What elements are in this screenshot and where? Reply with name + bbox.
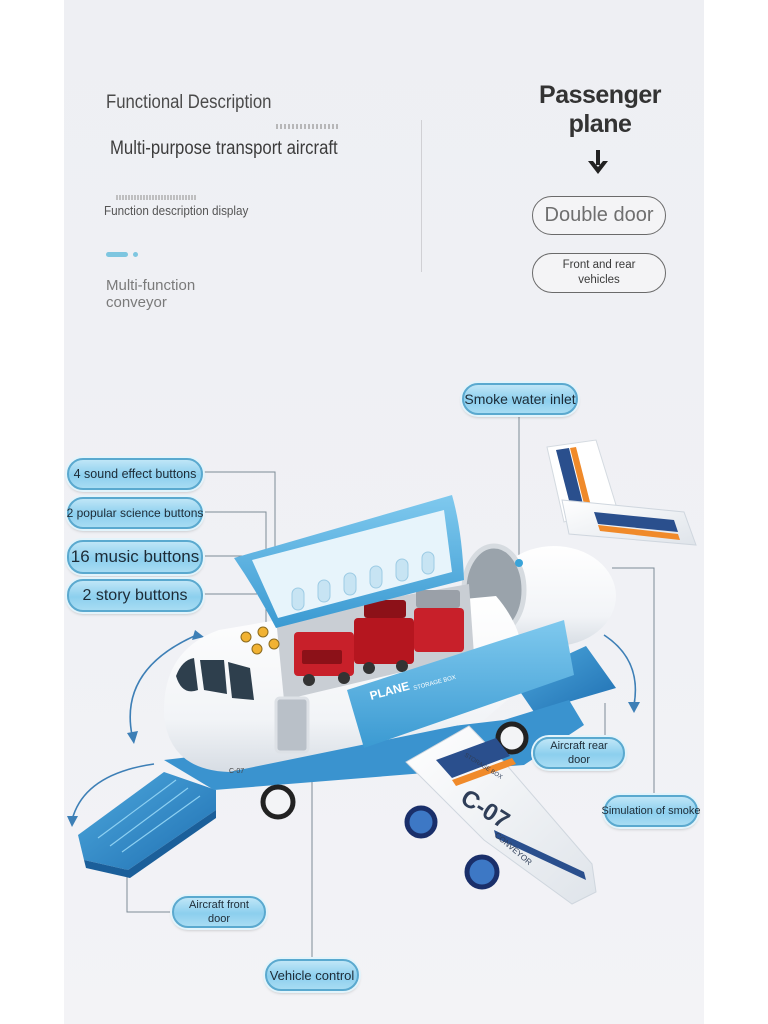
story-buttons-callout: 2 story buttons: [67, 579, 203, 612]
vehicle-control-callout: Vehicle control: [265, 959, 359, 991]
front-rear-line1: Front and rear: [562, 259, 636, 271]
rear-ramp: [512, 646, 616, 712]
cockpit-windows: [176, 658, 254, 700]
passenger-door: [274, 696, 310, 754]
tail: [546, 439, 697, 546]
faint-text-decoration: [116, 195, 196, 200]
sound-buttons: [240, 626, 280, 655]
front-door-line1: Aircraft front: [189, 899, 249, 911]
front-door-line2: door: [207, 913, 231, 925]
music-buttons-callout: 16 music buttons: [67, 540, 203, 574]
faint-text-decoration: [276, 124, 340, 129]
smoke-water-inlet-callout: Smoke water inlet: [462, 383, 578, 415]
sound-effect-buttons-callout: 4 sound effect buttons: [67, 458, 203, 490]
main-wing: C-07 CONVEYOR STORAGE BOX: [405, 725, 597, 905]
front-rear-line2: vehicles: [578, 274, 620, 286]
passenger-plane-title: Passenger plane: [539, 81, 661, 138]
vertical-divider: [421, 120, 422, 272]
nose-model-label: C-07: [229, 768, 244, 775]
double-door-pill: Double door: [532, 196, 666, 235]
popular-science-buttons-callout: 2 popular science buttons: [67, 497, 203, 529]
accent-dot: [133, 252, 138, 257]
wheels: [260, 721, 529, 890]
smoke-inlet-dot: [515, 559, 523, 567]
storage-box: PLANE STORAGE BOX: [347, 620, 574, 748]
product-panel: Functional Description Multi-purpose tra…: [64, 0, 704, 1024]
opened-lid: [234, 495, 464, 628]
rear-door-line2: door: [567, 754, 591, 766]
rear-door-callout: Aircraft rear door: [533, 737, 625, 769]
front-rear-vehicles-pill: Front and rear vehicles: [532, 253, 666, 293]
toy-plane-illustration: PLANE STORAGE BOX C-07: [67, 416, 697, 958]
simulation-smoke-callout: Simulation of smoke: [601, 795, 701, 827]
multi-function-line2: conveyor: [106, 294, 167, 311]
multipurpose-subtitle: Multi-purpose transport aircraft: [110, 138, 338, 159]
functional-description-title: Functional Description: [106, 92, 272, 113]
multi-function-label: Multi-function conveyor: [106, 277, 195, 311]
multi-function-line1: Multi-function: [106, 277, 196, 294]
down-arrow-icon: [586, 150, 610, 181]
function-display-label: Function description display: [104, 203, 249, 218]
front-door-callout: Aircraft front door: [172, 896, 266, 928]
front-ramp: [78, 772, 216, 878]
accent-dash: [106, 252, 128, 257]
rear-door-line1: Aircraft rear: [550, 740, 608, 752]
